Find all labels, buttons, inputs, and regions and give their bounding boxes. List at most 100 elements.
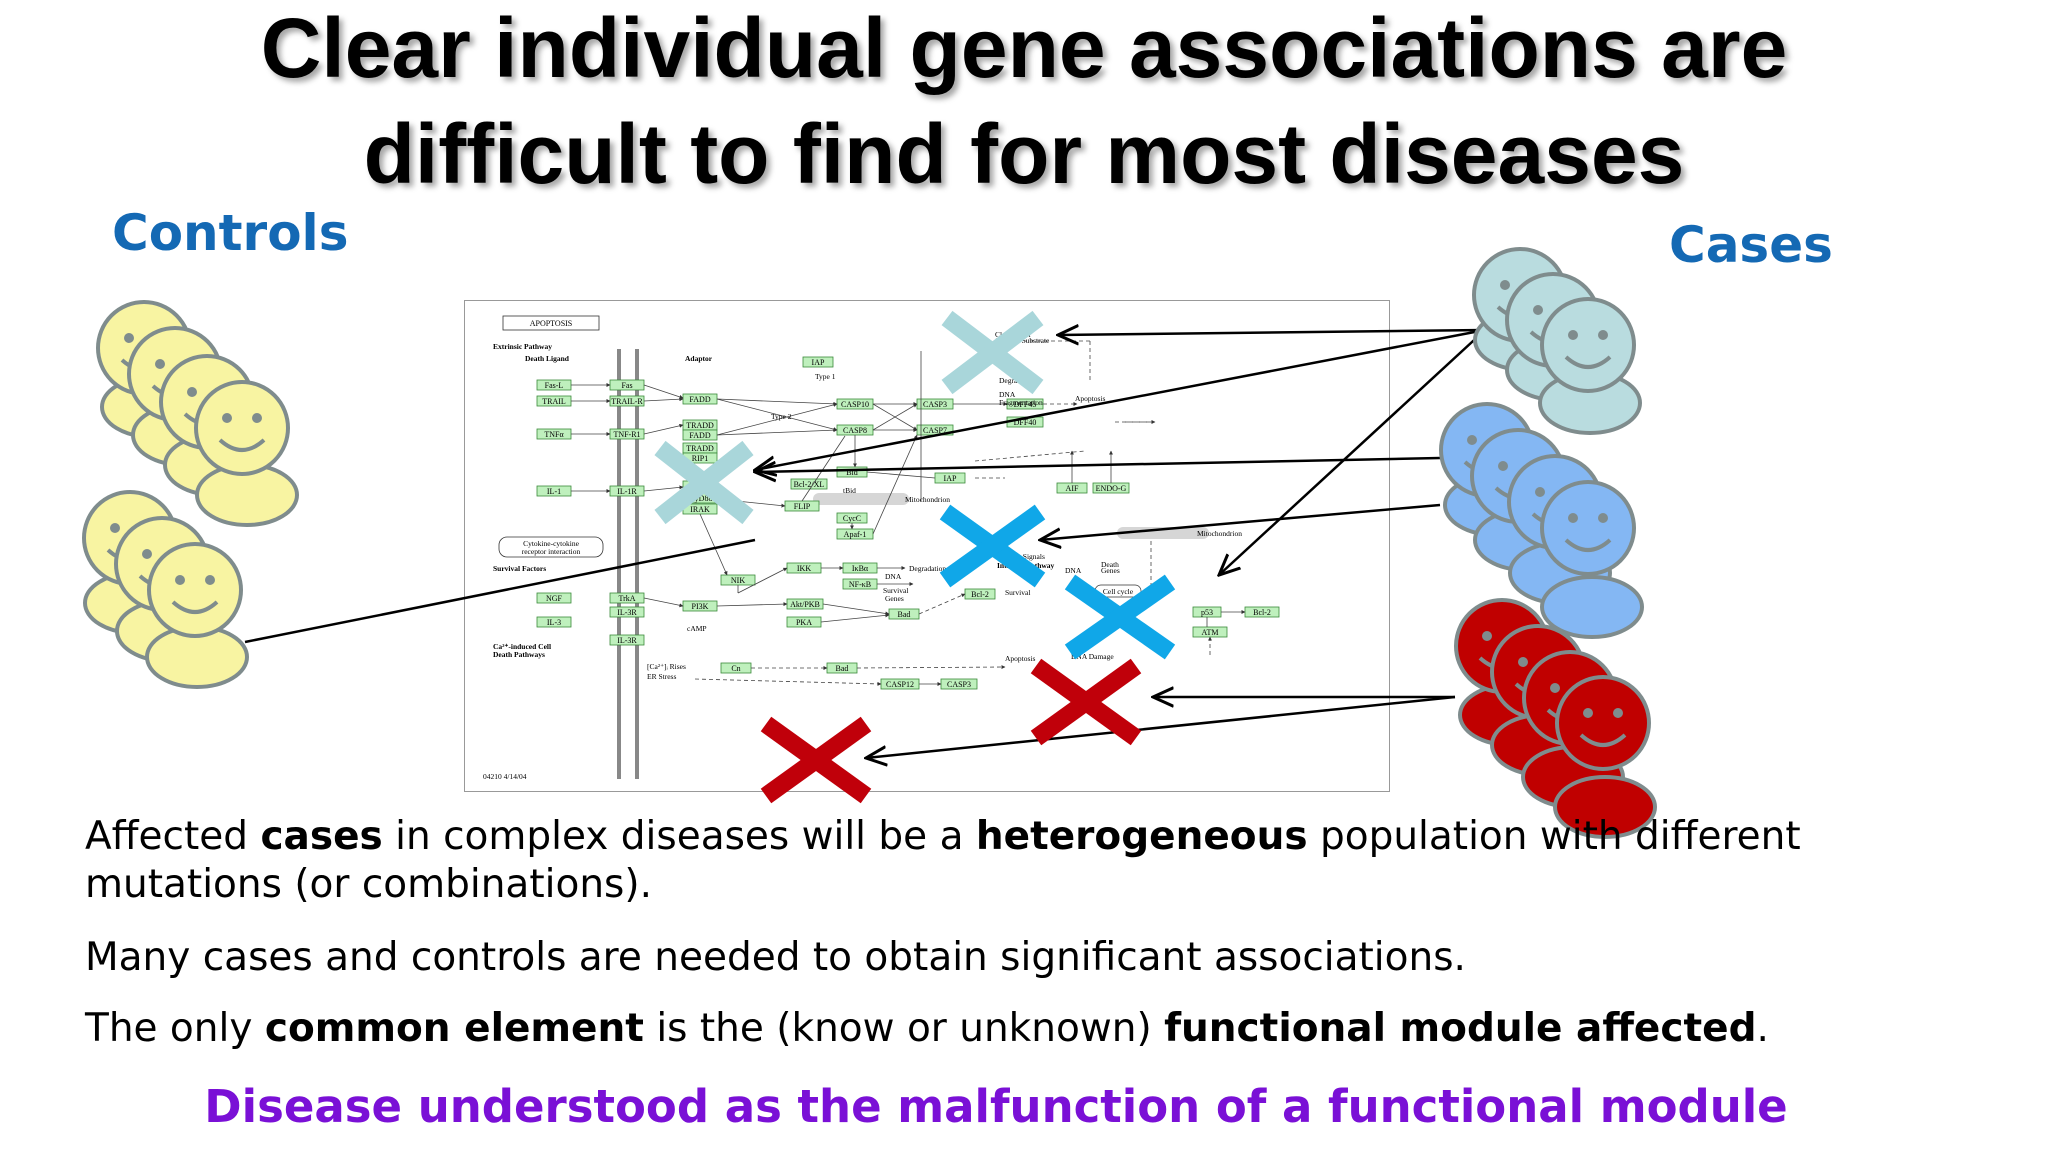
svg-text:Type 1: Type 1 xyxy=(815,372,836,381)
svg-text:receptor interaction: receptor interaction xyxy=(522,547,581,556)
svg-text:RIP1: RIP1 xyxy=(692,454,708,463)
slide-title-line-2: difficult to find for most diseases xyxy=(363,107,1685,201)
paragraph-heterogeneous: Affected cases in complex diseases will … xyxy=(85,814,1801,907)
pathway-title: APOPTOSIS xyxy=(530,319,573,328)
controls-label: Controls xyxy=(112,204,349,262)
svg-text:ATM: ATM xyxy=(1202,628,1219,637)
svg-text:Death Ligand: Death Ligand xyxy=(525,354,570,363)
svg-text:NIK: NIK xyxy=(731,576,745,585)
svg-text:TRADD: TRADD xyxy=(686,444,714,453)
svg-text:Bcl-2/XL: Bcl-2/XL xyxy=(794,480,825,489)
svg-text:CASP12: CASP12 xyxy=(886,680,914,689)
svg-text:CASP3: CASP3 xyxy=(923,400,947,409)
svg-text:[Ca²⁺]ᵢ Rises: [Ca²⁺]ᵢ Rises xyxy=(647,662,686,671)
arrow-controls-to-pathway xyxy=(244,538,756,644)
svg-text:Bcl-2: Bcl-2 xyxy=(1253,608,1271,617)
svg-text:tBid: tBid xyxy=(843,486,856,495)
svg-text:Bcl-2: Bcl-2 xyxy=(971,590,989,599)
arrow-cases-3 xyxy=(1219,329,1486,575)
svg-text:Apaf-1: Apaf-1 xyxy=(844,530,867,539)
svg-text:Type 2: Type 2 xyxy=(771,412,792,421)
svg-text:IL-1R: IL-1R xyxy=(617,487,637,496)
svg-text:CASP10: CASP10 xyxy=(841,400,869,409)
gene-ngf: NGF xyxy=(536,592,572,604)
svg-text:CASP7: CASP7 xyxy=(923,426,947,435)
svg-text:Death Pathways: Death Pathways xyxy=(493,650,545,659)
svg-text:NF-κB: NF-κB xyxy=(849,580,871,589)
svg-text:DFF40: DFF40 xyxy=(1014,418,1037,427)
svg-text:Survival Factors: Survival Factors xyxy=(493,564,546,573)
x-mark-blue-2 xyxy=(1064,574,1176,660)
gene-bcl2xl: Bcl-2/XL xyxy=(790,478,828,490)
svg-text:Bad: Bad xyxy=(836,664,849,673)
apoptosis-pathway-diagram: .g rect { fill:#bff0bd; stroke:#3a8a3a; … xyxy=(464,300,1390,792)
svg-text:DNA Damage: DNA Damage xyxy=(1071,652,1114,661)
svg-text:Mitochondrion: Mitochondrion xyxy=(1197,529,1242,538)
x-mark-red-2 xyxy=(760,716,872,804)
svg-text:Cn: Cn xyxy=(731,664,740,673)
gene-il-3: IL-3 xyxy=(536,616,572,628)
svg-text:DFF45: DFF45 xyxy=(1014,400,1037,409)
svg-text:CASP8: CASP8 xyxy=(843,426,867,435)
svg-text:Bid: Bid xyxy=(846,468,858,477)
gene-iap-1: IAP xyxy=(802,356,834,368)
gene-il-3r: IL-3R xyxy=(609,606,645,618)
svg-text:DNA: DNA xyxy=(1065,566,1082,575)
gene-il-3r-2: IL-3R xyxy=(609,634,645,646)
svg-text:FADD: FADD xyxy=(689,395,710,404)
svg-text:IAP: IAP xyxy=(944,474,957,483)
svg-text:IL-1: IL-1 xyxy=(547,487,561,496)
svg-text:PKA: PKA xyxy=(796,618,812,627)
paragraph-many-cases: Many cases and controls are needed to ob… xyxy=(85,935,1466,980)
x-mark-light-2 xyxy=(654,440,754,525)
x-mark-red-1 xyxy=(1030,658,1142,746)
cases-label: Cases xyxy=(1669,216,1833,274)
svg-text:Ca²⁺-induced Cell: Ca²⁺-induced Cell xyxy=(493,642,551,651)
arrow-cases-7 xyxy=(866,695,1456,758)
svg-text:Cell cycle: Cell cycle xyxy=(1103,587,1134,596)
svg-text:TNF-R1: TNF-R1 xyxy=(613,430,640,439)
svg-text:AIF: AIF xyxy=(1066,484,1079,493)
svg-text:NGF: NGF xyxy=(546,594,563,603)
svg-text:FLIP: FLIP xyxy=(794,502,811,511)
svg-text:IRAK: IRAK xyxy=(690,505,710,514)
conclusion-statement: Disease understood as the malfunction of… xyxy=(204,1080,1788,1133)
pathway-title-box xyxy=(502,315,600,331)
svg-text:Cytokine-cytokine: Cytokine-cytokine xyxy=(523,539,579,548)
svg-text:IL-3: IL-3 xyxy=(547,618,561,627)
svg-text:Adaptor: Adaptor xyxy=(685,354,713,363)
svg-text:Survival: Survival xyxy=(1005,588,1030,597)
svg-text:IL-3R: IL-3R xyxy=(617,636,637,645)
arrow-cases-5 xyxy=(1040,503,1441,540)
x-mark-blue-1 xyxy=(939,504,1046,588)
svg-text:Bad: Bad xyxy=(898,610,911,619)
svg-text:IKK: IKK xyxy=(797,564,811,573)
svg-text:Apoptosis: Apoptosis xyxy=(1005,654,1036,663)
svg-text:Genes: Genes xyxy=(885,594,904,603)
svg-text:Genes: Genes xyxy=(1101,566,1120,575)
slide-title-line-1: Clear individual gene associations are xyxy=(260,1,1788,95)
svg-text:FADD: FADD xyxy=(689,431,710,440)
cases-group-blue xyxy=(1439,402,1644,639)
svg-text:Fragmentation: Fragmentation xyxy=(999,398,1043,407)
svg-text:Akt/PKB: Akt/PKB xyxy=(790,600,820,609)
svg-text:Extrinsic Pathway: Extrinsic Pathway xyxy=(493,342,552,351)
svg-text:TRADD: TRADD xyxy=(686,421,714,430)
svg-text:CASP3: CASP3 xyxy=(947,680,971,689)
svg-text:ENDO-G: ENDO-G xyxy=(1096,484,1127,493)
svg-text:ER Stress: ER Stress xyxy=(647,672,676,681)
svg-text:TRAIL-R: TRAIL-R xyxy=(611,397,643,406)
arrow-cases-1 xyxy=(1058,330,1486,335)
svg-text:CycC: CycC xyxy=(843,514,861,523)
svg-text:IκBα: IκBα xyxy=(852,564,869,573)
svg-text:MyD88: MyD88 xyxy=(688,494,713,503)
svg-text:Survival: Survival xyxy=(883,586,908,595)
svg-text:DNA: DNA xyxy=(885,572,902,581)
arrow-cases-2 xyxy=(755,328,1486,470)
cases-group-red xyxy=(1454,598,1657,839)
svg-text:Mitochondrion: Mitochondrion xyxy=(905,495,950,504)
svg-text:cAMP: cAMP xyxy=(687,624,707,633)
arrow-cases-4 xyxy=(755,456,1441,472)
svg-text:Fas: Fas xyxy=(621,381,632,390)
